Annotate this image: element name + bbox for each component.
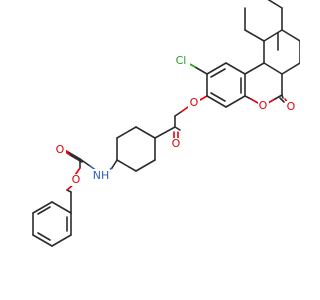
- ester-linkage: [154, 95, 208, 139]
- ester-carbonyl-oxygen-label: O: [172, 137, 181, 150]
- carbamate-ether-oxygen-label: O: [72, 173, 81, 186]
- amine-label: NH: [93, 169, 110, 182]
- chlorine-label: Cl: [176, 54, 187, 67]
- cyclohexane-ring: [116, 126, 156, 172]
- carbamate-carbonyl-oxygen-label: O: [56, 143, 65, 156]
- atom-labels: Cl O O O O NH O O: [54, 54, 297, 186]
- molecule-structure-diagram: Cl O O O O NH O O: [32, 0, 300, 247]
- fused-benzene-ring: [244, 0, 300, 75]
- ester-oxygen-label: O: [190, 96, 199, 109]
- lactone-carbonyl-oxygen-label: O: [287, 100, 296, 113]
- lactone-ring: [244, 62, 289, 104]
- lactone-ring-oxygen-label: O: [259, 99, 268, 112]
- benzyl-phenyl-ring: [32, 201, 72, 247]
